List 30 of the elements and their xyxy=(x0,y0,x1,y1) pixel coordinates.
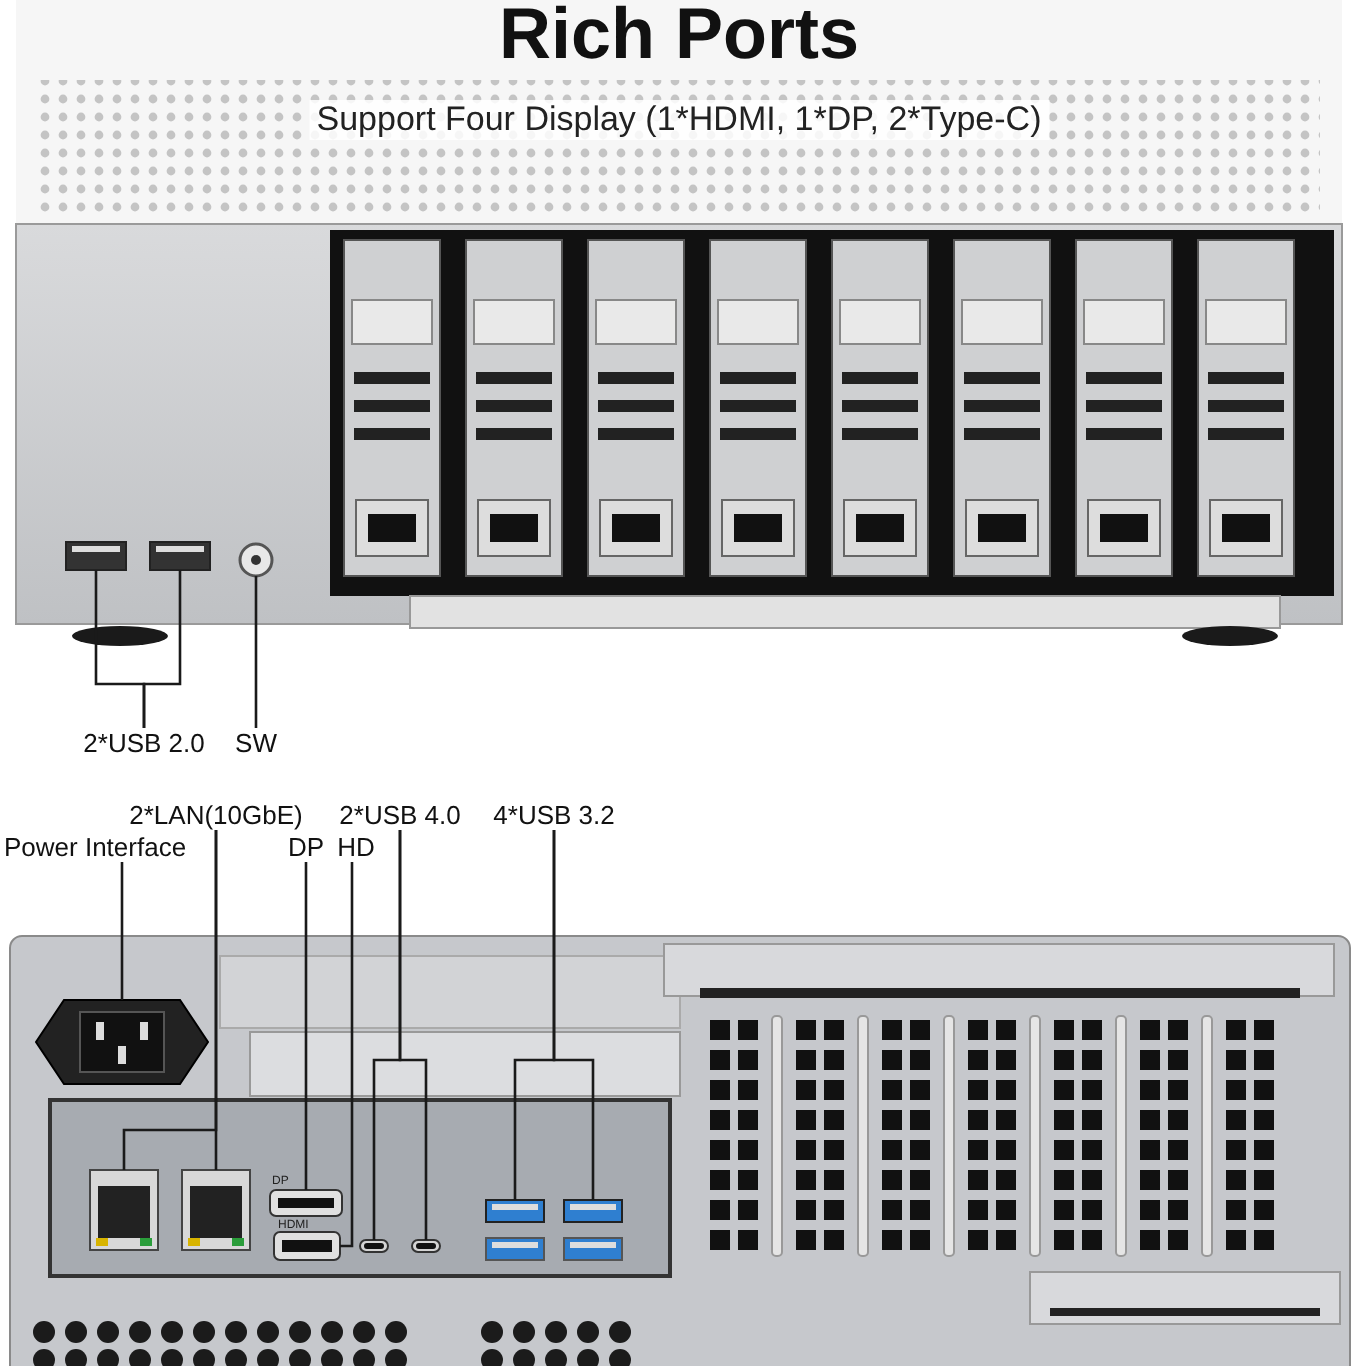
usb-a-port xyxy=(563,1199,623,1223)
leader-line xyxy=(552,830,595,1200)
callout-label: 2*USB 4.0 xyxy=(339,800,461,830)
usb-a-port xyxy=(65,541,127,571)
power-socket xyxy=(34,999,210,1085)
usb-c-port xyxy=(411,1239,441,1253)
leader-line xyxy=(254,576,258,728)
leader-line xyxy=(120,862,124,1000)
leader-line xyxy=(142,570,182,728)
ethernet-port xyxy=(181,1169,251,1251)
usb-a-port xyxy=(485,1199,545,1223)
usb-c-port xyxy=(359,1239,389,1253)
power-button xyxy=(238,542,274,578)
ethernet-port xyxy=(89,1169,159,1251)
callout-label: 2*LAN(10GbE) xyxy=(129,800,303,830)
subtitle: Support Four Display (1*HDMI, 1*DP, 2*Type-C) xyxy=(308,100,1050,140)
hdmi-port xyxy=(273,1231,341,1261)
callout-label: 4*USB 3.2 xyxy=(493,800,615,830)
title: Rich Ports xyxy=(496,0,862,76)
callout-label: DP xyxy=(287,832,325,862)
callout-label: HD xyxy=(337,832,375,862)
callout-label: SW xyxy=(235,728,277,758)
displayport-port xyxy=(269,1189,343,1217)
leader-line xyxy=(304,862,308,1190)
leader-line xyxy=(340,862,354,1248)
usb-a-port xyxy=(149,541,211,571)
callout-label: 2*USB 2.0 xyxy=(83,728,205,758)
leader-line xyxy=(398,830,428,1240)
leader-line xyxy=(214,830,218,1170)
callout-label: Power Interface xyxy=(4,832,187,862)
